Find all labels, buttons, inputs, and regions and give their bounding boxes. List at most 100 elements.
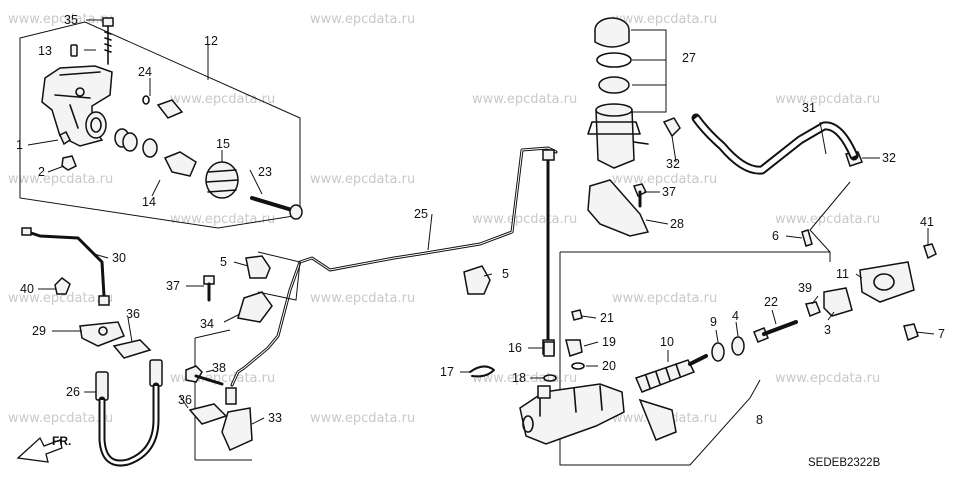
switch-plate	[859, 261, 915, 303]
watermark: www.epcdata.ru	[8, 172, 113, 187]
bolt-35	[102, 17, 114, 65]
callout: 25	[414, 207, 428, 221]
clutch-pipe-30	[21, 227, 110, 306]
bleeder-screw	[70, 44, 78, 57]
watermark: www.epcdata.ru	[775, 92, 880, 107]
hose-clip	[112, 339, 152, 359]
clutch-switch	[823, 287, 853, 317]
bolt-7	[903, 323, 919, 342]
watermark: www.epcdata.ru	[310, 411, 415, 426]
leader-3	[809, 181, 851, 253]
callout: 5	[220, 255, 227, 269]
callout: 26	[66, 385, 80, 399]
o-ring	[142, 95, 150, 105]
callout: 5	[502, 267, 509, 281]
callout: 13	[38, 44, 52, 58]
joint	[225, 387, 237, 405]
watermark: www.epcdata.ru	[310, 291, 415, 306]
union-16	[543, 341, 555, 357]
washer-20	[571, 362, 585, 370]
cup-seals	[114, 128, 158, 158]
slave-cylinder-group	[19, 17, 303, 229]
reservoir-group	[587, 17, 667, 169]
callout: 4	[732, 309, 739, 323]
clutch-hose-26	[95, 359, 163, 467]
bolt-19	[565, 339, 583, 357]
watermarks: www.epcdata.ru www.epcdata.ru www.epcdat…	[8, 12, 880, 426]
watermark: www.epcdata.ru	[310, 12, 415, 27]
callout: 10	[660, 335, 674, 349]
diagram-code: SEDEB2322B	[808, 457, 881, 469]
callout: 35	[64, 13, 78, 27]
callout: 8	[756, 413, 763, 427]
watermark: www.epcdata.ru	[612, 12, 717, 27]
callout: 7	[938, 327, 945, 341]
front-arrow: FR.	[16, 434, 71, 463]
pipe-clamp-right	[463, 265, 491, 295]
reservoir-bracket	[587, 179, 650, 237]
callout: 9	[710, 315, 717, 329]
callout: 34	[200, 317, 214, 331]
callout: 30	[112, 251, 126, 265]
watermark: www.epcdata.ru	[472, 212, 577, 227]
callout: 19	[602, 335, 616, 349]
hose-clamp-32a	[662, 117, 681, 138]
push-rod-10	[634, 354, 708, 393]
group-lines-33	[194, 329, 252, 461]
slave-cylinder	[41, 65, 113, 147]
callout: 37	[662, 185, 676, 199]
clip-17	[469, 365, 495, 378]
clip-6	[801, 229, 813, 247]
callout: 17	[440, 365, 454, 379]
callout: 11	[836, 267, 849, 281]
nut-41	[923, 243, 937, 260]
leader-lines	[27, 19, 935, 425]
bracket-lines	[257, 251, 301, 301]
callout: 12	[204, 34, 218, 48]
front-label: FR.	[52, 434, 71, 448]
master-cylinder	[519, 383, 677, 445]
callout: 23	[258, 165, 272, 179]
bolt-22	[753, 320, 798, 343]
pipe-bracket-29	[79, 321, 125, 347]
bleeder-nut	[61, 155, 77, 171]
group-outline-8	[559, 251, 831, 466]
reservoir-hose	[691, 113, 859, 175]
clamp-bracket-34	[237, 291, 273, 323]
seal-4	[731, 336, 745, 356]
nut-39	[805, 301, 821, 317]
watermark: www.epcdata.ru	[170, 92, 275, 107]
callout: 21	[600, 311, 614, 325]
callout: 14	[142, 195, 156, 209]
callout: 39	[798, 281, 812, 295]
push-rod-end	[156, 99, 184, 119]
push-rod	[250, 196, 303, 220]
watermark: www.epcdata.ru	[310, 172, 415, 187]
watermark: www.epcdata.ru	[8, 411, 113, 426]
callouts: 35 13 12 24 1 2 15 14 23 30 40 29 36 26 …	[16, 13, 945, 427]
callout: 41	[920, 215, 934, 229]
hose-clip-right	[188, 403, 228, 425]
callout: 2	[38, 165, 45, 179]
watermark: www.epcdata.ru	[472, 92, 577, 107]
watermark: www.epcdata.ru	[8, 291, 113, 306]
callout: 3	[824, 323, 831, 337]
callout: 6	[772, 229, 779, 243]
watermark: www.epcdata.ru	[170, 212, 275, 227]
bolt-37-right	[632, 183, 648, 208]
callout: 24	[138, 65, 152, 79]
callout: 16	[508, 341, 522, 355]
callout: 38	[212, 361, 226, 375]
callout: 32	[666, 157, 680, 171]
hose-bracket-33	[221, 407, 253, 451]
callout: 22	[764, 295, 778, 309]
callout: 33	[268, 411, 282, 425]
bolt-37-left	[203, 275, 215, 302]
dust-boot	[205, 161, 239, 199]
pipe-clamp	[245, 255, 271, 279]
callout: 18	[512, 371, 526, 385]
callout: 1	[16, 138, 23, 152]
watermark: www.epcdata.ru	[775, 212, 880, 227]
piston	[163, 151, 197, 177]
